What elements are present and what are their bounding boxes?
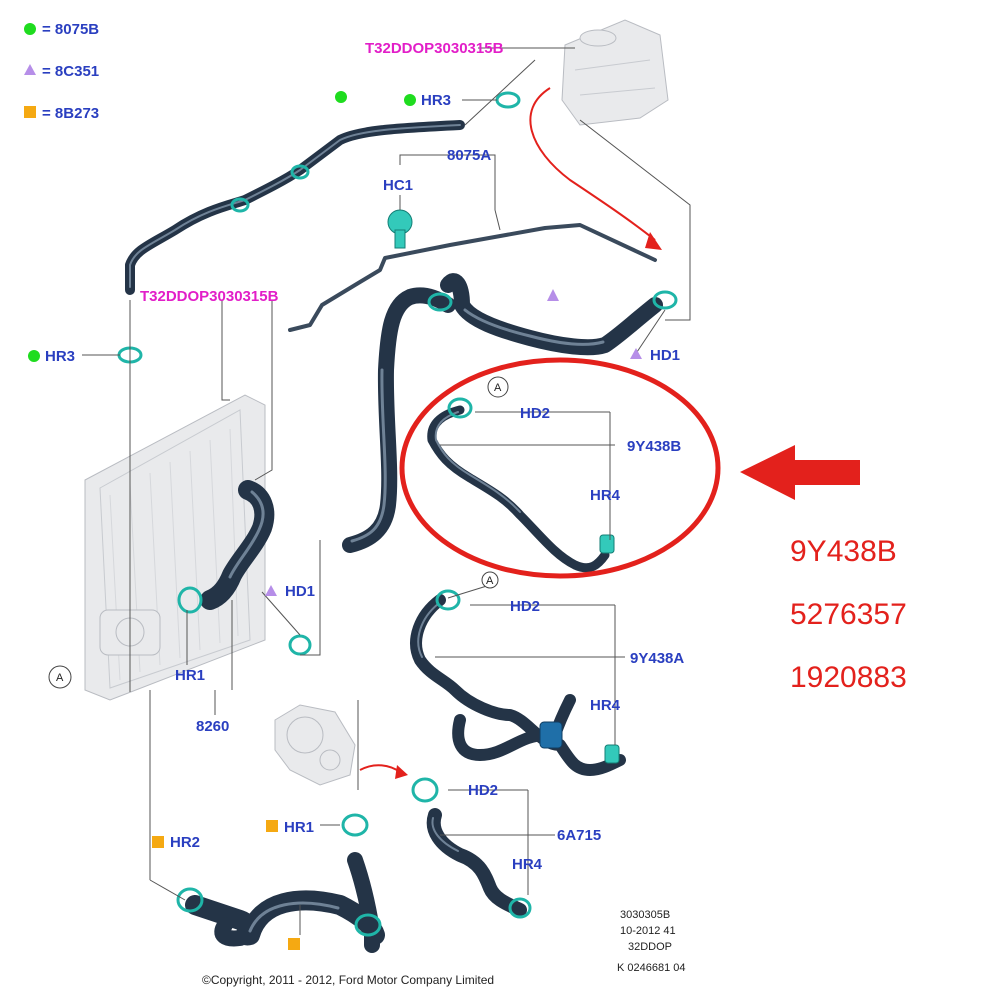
- clamp-upper-bypass-2: [290, 164, 310, 180]
- hd1-top-triangle-icon: [630, 348, 642, 359]
- label-hr4-b: HR4: [590, 697, 621, 714]
- clamp-upper-bypass: [230, 197, 250, 213]
- label-hd1-mid: HD1: [285, 583, 315, 600]
- hr3-left-circle-icon: [28, 350, 40, 362]
- legend-square-icon: [24, 106, 36, 118]
- legend-triangle-icon: [24, 64, 36, 75]
- marker-a-label-3: A: [56, 672, 64, 684]
- expansion-tank-illustration: [561, 19, 669, 126]
- label-9y438b: 9Y438B: [627, 438, 681, 455]
- footer-ref-3: 32DDOP: [628, 941, 672, 953]
- footer-ref-2: 10-2012 41: [620, 925, 676, 937]
- hd1-mid-triangle-icon: [265, 585, 277, 596]
- clamp-hr1-bottom: [341, 813, 369, 837]
- clamp-hr4-c: [508, 897, 532, 919]
- clamp-hr4-a: [599, 534, 615, 554]
- label-hr3-top: HR3: [421, 92, 451, 109]
- flow-arrows: [359, 87, 662, 779]
- label-hr3-left: HR3: [45, 348, 75, 365]
- marker-a-icon: [487, 376, 509, 398]
- clamp-hd2-a: [447, 397, 473, 419]
- radiator-illustration: [84, 394, 266, 701]
- clamp-hr4-b: [604, 744, 620, 764]
- highlight-ellipse: [399, 357, 721, 579]
- part-number-1: 9Y438B: [790, 535, 897, 568]
- clamp-hr3-top: [495, 91, 521, 109]
- legend-label-8c351: = 8C351: [42, 63, 99, 80]
- label-hr1-left: HR1: [175, 667, 205, 684]
- legend: = 8075B = 8C351 = 8B273: [24, 21, 99, 122]
- label-hr2: HR2: [170, 834, 200, 851]
- label-hd2-b: HD2: [510, 598, 540, 615]
- footer: 3030305B 10-2012 41 32DDOP K 0246681 04 …: [202, 909, 686, 987]
- footer-ref-4: K 0246681 04: [617, 962, 686, 974]
- marker-a-icon-3: [48, 665, 72, 689]
- label-8260: 8260: [196, 718, 229, 735]
- hose-circle-icon: [335, 91, 347, 103]
- hr2-square-icon: [152, 836, 164, 848]
- label-hr1-bottom: HR1: [284, 819, 314, 836]
- clamp-hr2: [176, 887, 204, 913]
- clamp-hd2-b: [435, 589, 461, 611]
- callout-labels: T32DDOP3030315B HR3 8075A HC1 T32DDOP303…: [28, 40, 684, 950]
- marker-a-icon-2: [481, 571, 499, 589]
- hr3-top-circle-icon: [404, 94, 416, 106]
- legend-label-8b273: = 8B273: [42, 105, 99, 122]
- hoses: [125, 120, 663, 953]
- label-hc1: HC1: [383, 177, 413, 194]
- label-hd1-top: HD1: [650, 347, 680, 364]
- label-8075a: 8075A: [447, 147, 491, 164]
- hose-square-icon: [288, 938, 300, 950]
- clamp-hd1-top: [652, 290, 678, 310]
- label-t32-mid: T32DDOP3030315B: [140, 288, 279, 305]
- hr1-bottom-square-icon: [266, 820, 278, 832]
- label-hr4-a: HR4: [590, 487, 621, 504]
- pointer-arrow-icon: [740, 445, 860, 500]
- clamp-hd2-c: [411, 777, 439, 803]
- legend-label-8075b: = 8075B: [42, 21, 99, 38]
- label-hr4-c: HR4: [512, 856, 543, 873]
- label-6a715: 6A715: [557, 827, 601, 844]
- label-9y438a: 9Y438A: [630, 650, 684, 667]
- highlight-annotation: 9Y438B 5276357 1920883: [399, 357, 907, 694]
- clamp-hd1-mid: [288, 634, 312, 656]
- clamp-hose-top: [427, 292, 453, 312]
- label-hd2-a: HD2: [520, 405, 550, 422]
- marker-a-label-2: A: [486, 575, 494, 587]
- clamp-bottom-right: [354, 913, 382, 937]
- label-hd2-c: HD2: [468, 782, 498, 799]
- legend-circle-icon: [24, 23, 36, 35]
- leader-lines: [82, 47, 691, 935]
- label-t32-top: T32DDOP3030315B: [365, 40, 504, 57]
- footer-ref-1: 3030305B: [620, 909, 670, 921]
- copyright: ©Copyright, 2011 - 2012, Ford Motor Comp…: [202, 973, 494, 987]
- thermostat-housing-illustration: [274, 704, 356, 786]
- hose-triangle-icon: [547, 289, 559, 301]
- clamp-hr1-radiator: [177, 586, 203, 614]
- marker-a-label: A: [494, 382, 502, 394]
- part-number-3: 1920883: [790, 661, 907, 694]
- part-number-2: 5276357: [790, 598, 907, 631]
